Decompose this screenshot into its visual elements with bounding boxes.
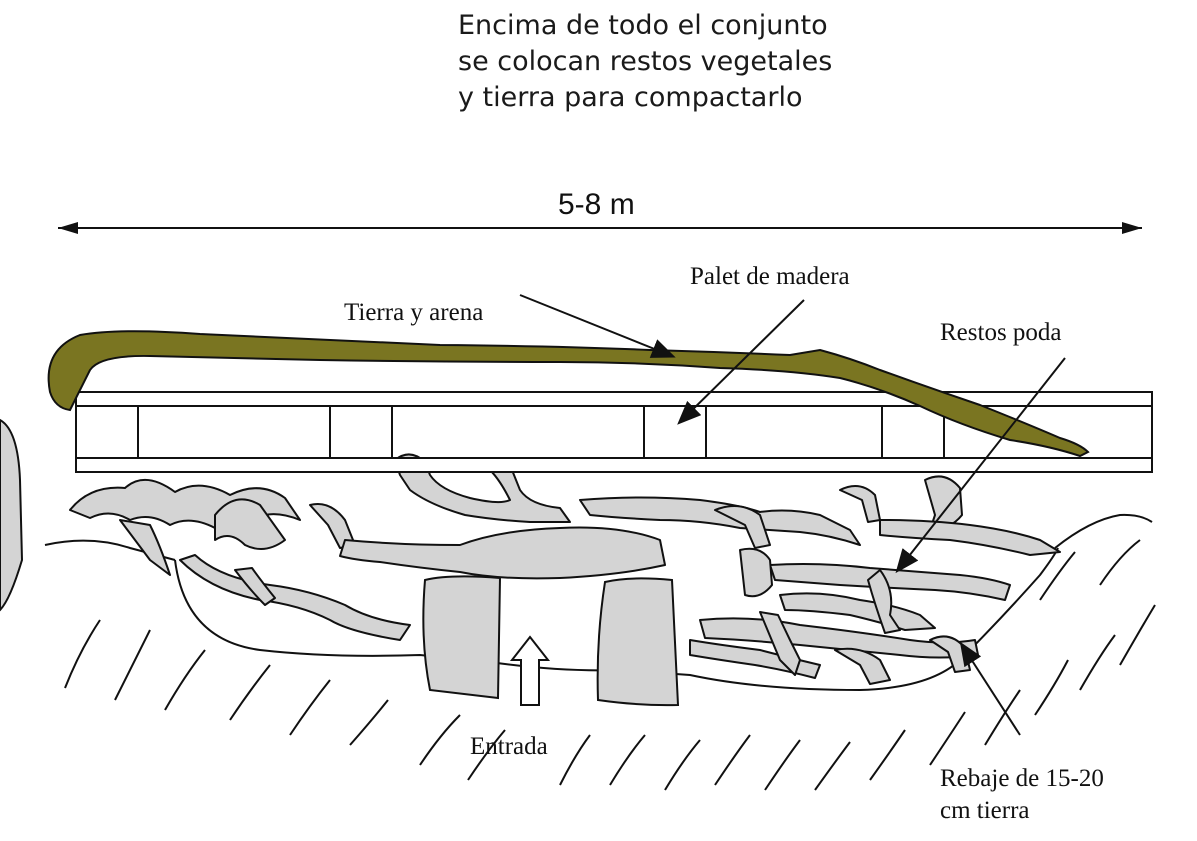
label-rebaje-line1: Rebaje de 15-20 — [940, 765, 1104, 792]
soil-hatching — [64, 539, 1156, 791]
post-right — [596, 577, 680, 707]
arrow-restos-poda — [895, 357, 1066, 574]
entrance-arrow — [509, 635, 551, 706]
label-restos-poda: Restos poda — [940, 319, 1062, 346]
caption-line-1: Encima de todo el conjunto — [458, 10, 828, 41]
dimension-label: 5-8 m — [558, 188, 635, 221]
pit-outline — [174, 547, 1059, 692]
dimension-arrowhead-right — [1122, 222, 1142, 234]
ground-surface-line — [44, 513, 1153, 561]
caption-line-3: y tierra para compactarlo — [458, 82, 803, 113]
pruning-branches — [69, 453, 1061, 685]
wooden-pallet — [75, 391, 1153, 473]
top-caption: Encima de todo el conjunto se colocan re… — [458, 8, 878, 116]
label-palet: Palet de madera — [690, 263, 850, 290]
dimension-arrowhead-left — [58, 222, 78, 234]
post-left — [422, 575, 502, 700]
label-tierra-arena: Tierra y arena — [344, 299, 484, 326]
caption-line-2: se colocan restos vegetales — [458, 46, 833, 77]
arrow-palet — [677, 299, 805, 425]
arrow-tierra-arena — [519, 294, 676, 358]
label-entrada: Entrada — [470, 733, 548, 760]
left-edge-shape — [0, 418, 24, 612]
soil-sand-layer — [47, 330, 1090, 458]
label-rebaje-line2: cm tierra — [940, 797, 1030, 824]
arrow-rebaje — [959, 641, 1021, 736]
